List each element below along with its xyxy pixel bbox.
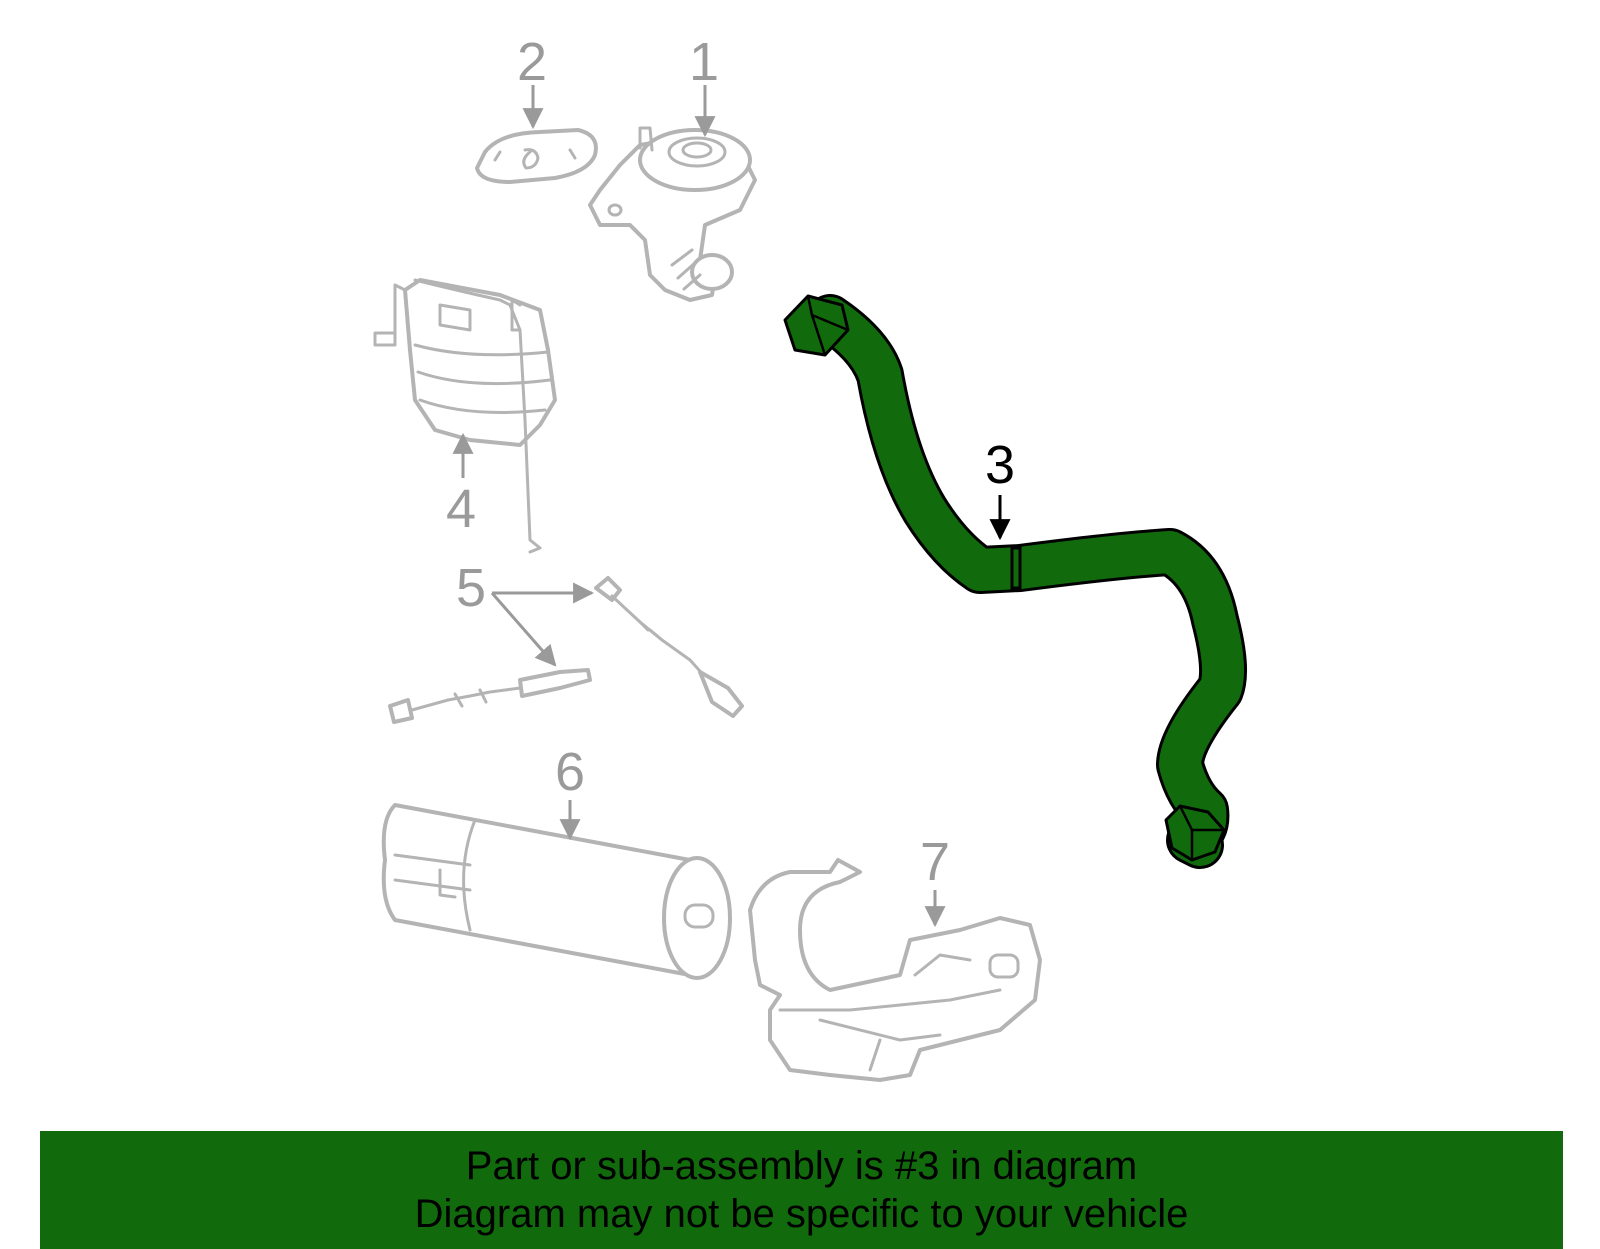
part-5-oxygen-sensors[interactable] [388, 576, 744, 724]
info-banner: Part or sub-assembly is #3 in diagram Di… [40, 1131, 1563, 1249]
part-2-gasket[interactable] [475, 128, 598, 184]
callout-7-label: 7 [920, 832, 950, 892]
callout-6-label: 6 [555, 742, 585, 802]
callout-5-leader-b [490, 592, 557, 667]
part-1-valve[interactable] [588, 126, 757, 302]
part-7-bracket[interactable] [748, 858, 1042, 1082]
part-3-hose-highlighted[interactable] [783, 294, 1247, 869]
callout-4-label: 4 [446, 479, 476, 539]
callout-3-label: 3 [985, 435, 1015, 495]
callout-1-label: 1 [689, 32, 719, 92]
callout-5-label: 5 [456, 558, 486, 618]
callout-2-label: 2 [517, 32, 547, 92]
part-6-cylinder[interactable] [381, 803, 732, 980]
part-4-canister[interactable] [373, 278, 557, 554]
banner-line-disclaimer: Diagram may not be specific to your vehi… [414, 1192, 1189, 1236]
banner-line-part: Part or sub-assembly is #3 in diagram [465, 1144, 1138, 1188]
